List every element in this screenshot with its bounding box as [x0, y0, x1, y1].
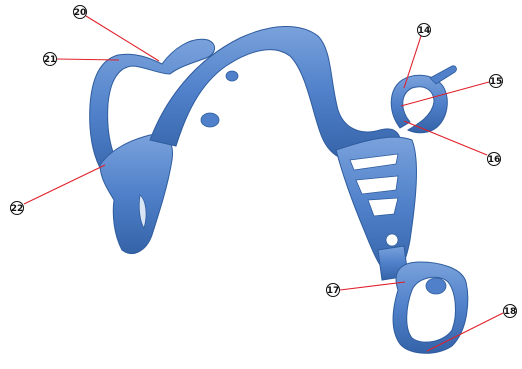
callout-label-15: 15: [490, 77, 503, 87]
callout-label-18: 18: [504, 307, 517, 317]
callout-label-20: 20: [74, 8, 87, 18]
callout-marker-15: 15: [490, 75, 503, 88]
callout-marker-18: 18: [504, 305, 517, 318]
bottom-ring: [393, 262, 468, 353]
callout-marker-21: 21: [44, 53, 57, 66]
callout-lines: [24, 16, 503, 351]
callout-marker-14: 14: [418, 24, 431, 37]
callout-label-14: 14: [418, 26, 431, 36]
callout-label-16: 16: [488, 155, 501, 165]
anatomical-specimen: [90, 26, 468, 353]
callout-label-21: 21: [44, 55, 57, 65]
leader-line-16: [404, 121, 487, 155]
right-upper-rod: [430, 66, 456, 84]
bottom-ring-knob: [426, 278, 446, 294]
callout-marker-22: 22: [11, 202, 24, 215]
callout-marker-16: 16: [488, 153, 501, 166]
arch-knob: [201, 113, 219, 127]
right-upper-ring: [391, 75, 447, 132]
arch-knob-small: [226, 71, 238, 81]
leader-line-22: [24, 165, 105, 204]
leader-line-17: [340, 282, 405, 290]
callout-label-17: 17: [327, 286, 340, 296]
callout-marker-20: 20: [74, 6, 87, 19]
plate-hole-4: [386, 234, 398, 246]
callout-label-22: 22: [11, 204, 24, 214]
callout-marker-17: 17: [327, 284, 340, 297]
